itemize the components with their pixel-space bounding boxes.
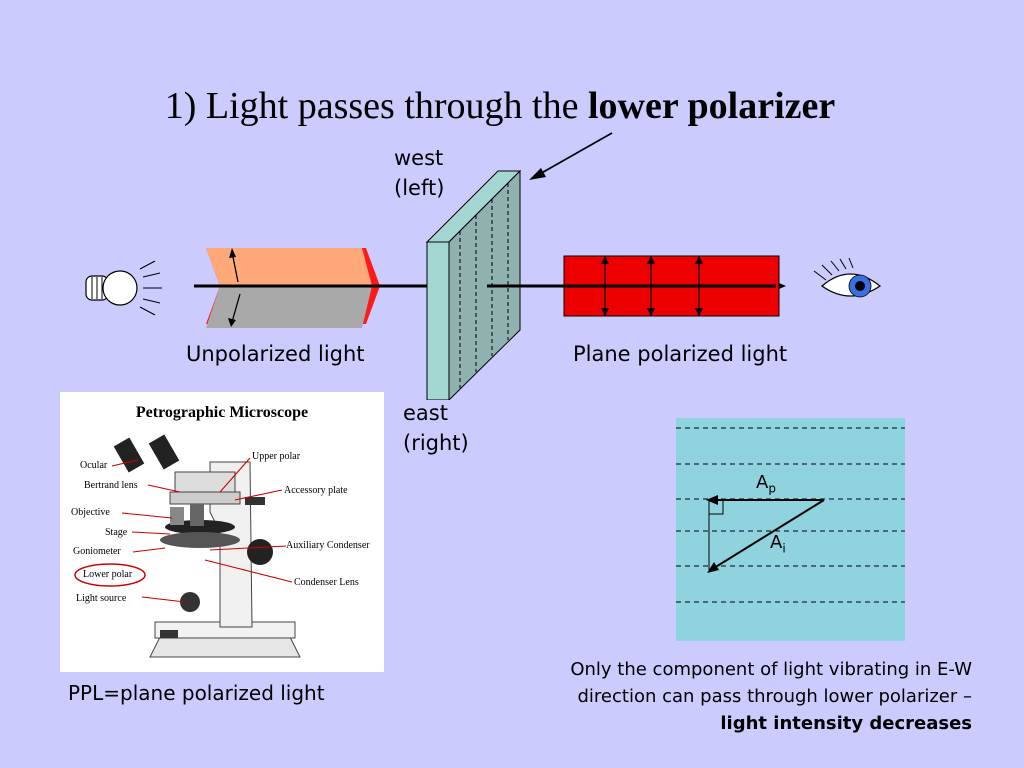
- west-label-line1: west: [394, 146, 444, 170]
- caption-line1: Only the component of light vibrating in…: [570, 659, 972, 680]
- east-label-line1: east: [403, 401, 448, 425]
- light-bulb-icon: [85, 260, 162, 316]
- part-label: Bertrand lens: [84, 480, 138, 491]
- microscope-title: Petrographic Microscope: [135, 404, 309, 421]
- microscope-image: Petrographic Microscope: [60, 392, 384, 672]
- lower-polarizer-plate: [425, 169, 522, 400]
- east-label: east (right): [403, 398, 469, 458]
- part-label: Goniometer: [73, 546, 121, 557]
- title-bold: lower polarizer: [587, 85, 836, 127]
- vector-ai-main: A: [770, 532, 783, 553]
- east-label-line2: (right): [403, 431, 469, 455]
- polarizer-diagram: [85, 132, 882, 400]
- vector-ap-label: Ap: [756, 472, 776, 496]
- title-prefix: 1) Light passes through the: [164, 85, 588, 127]
- part-label: Stage: [105, 527, 128, 538]
- pointer-arrow-icon: [529, 132, 613, 180]
- part-label: Ocular: [80, 460, 108, 471]
- vector-ap-main: A: [756, 472, 769, 493]
- part-label: Light source: [76, 593, 127, 604]
- west-label: west (left): [394, 143, 444, 203]
- part-label: Accessory plate: [284, 485, 348, 496]
- microscope-drawing: [74, 434, 301, 658]
- part-label: Upper polar: [252, 451, 301, 462]
- part-label-highlighted: Lower polar: [83, 569, 133, 580]
- part-label: Objective: [71, 507, 110, 518]
- part-label: Condenser Lens: [294, 577, 359, 588]
- unpolarized-beam: [206, 248, 380, 328]
- ppl-caption: PPL=plane polarized light: [68, 681, 325, 705]
- part-label: Auxiliary Condenser: [286, 540, 370, 551]
- unpolarized-label: Unpolarized light: [186, 342, 365, 366]
- eye-icon: [813, 257, 882, 298]
- vector-ai-label: Ai: [770, 532, 786, 556]
- page-title: 1) Light passes through the lower polari…: [0, 84, 1000, 128]
- west-label-line2: (left): [394, 176, 445, 200]
- vector-diagram: Ap Ai: [676, 418, 905, 641]
- vector-ap-sub: p: [768, 481, 776, 496]
- caption-line2: direction can pass through lower polariz…: [577, 686, 973, 707]
- vector-drawing: [676, 427, 905, 603]
- caption-bold: light intensity decreases: [720, 713, 972, 734]
- plane-polarized-label: Plane polarized light: [573, 342, 788, 366]
- explanation-caption: Only the component of light vibrating in…: [480, 656, 972, 737]
- vector-ai-sub: i: [782, 541, 786, 556]
- plane-polarized-beam: [563, 255, 780, 317]
